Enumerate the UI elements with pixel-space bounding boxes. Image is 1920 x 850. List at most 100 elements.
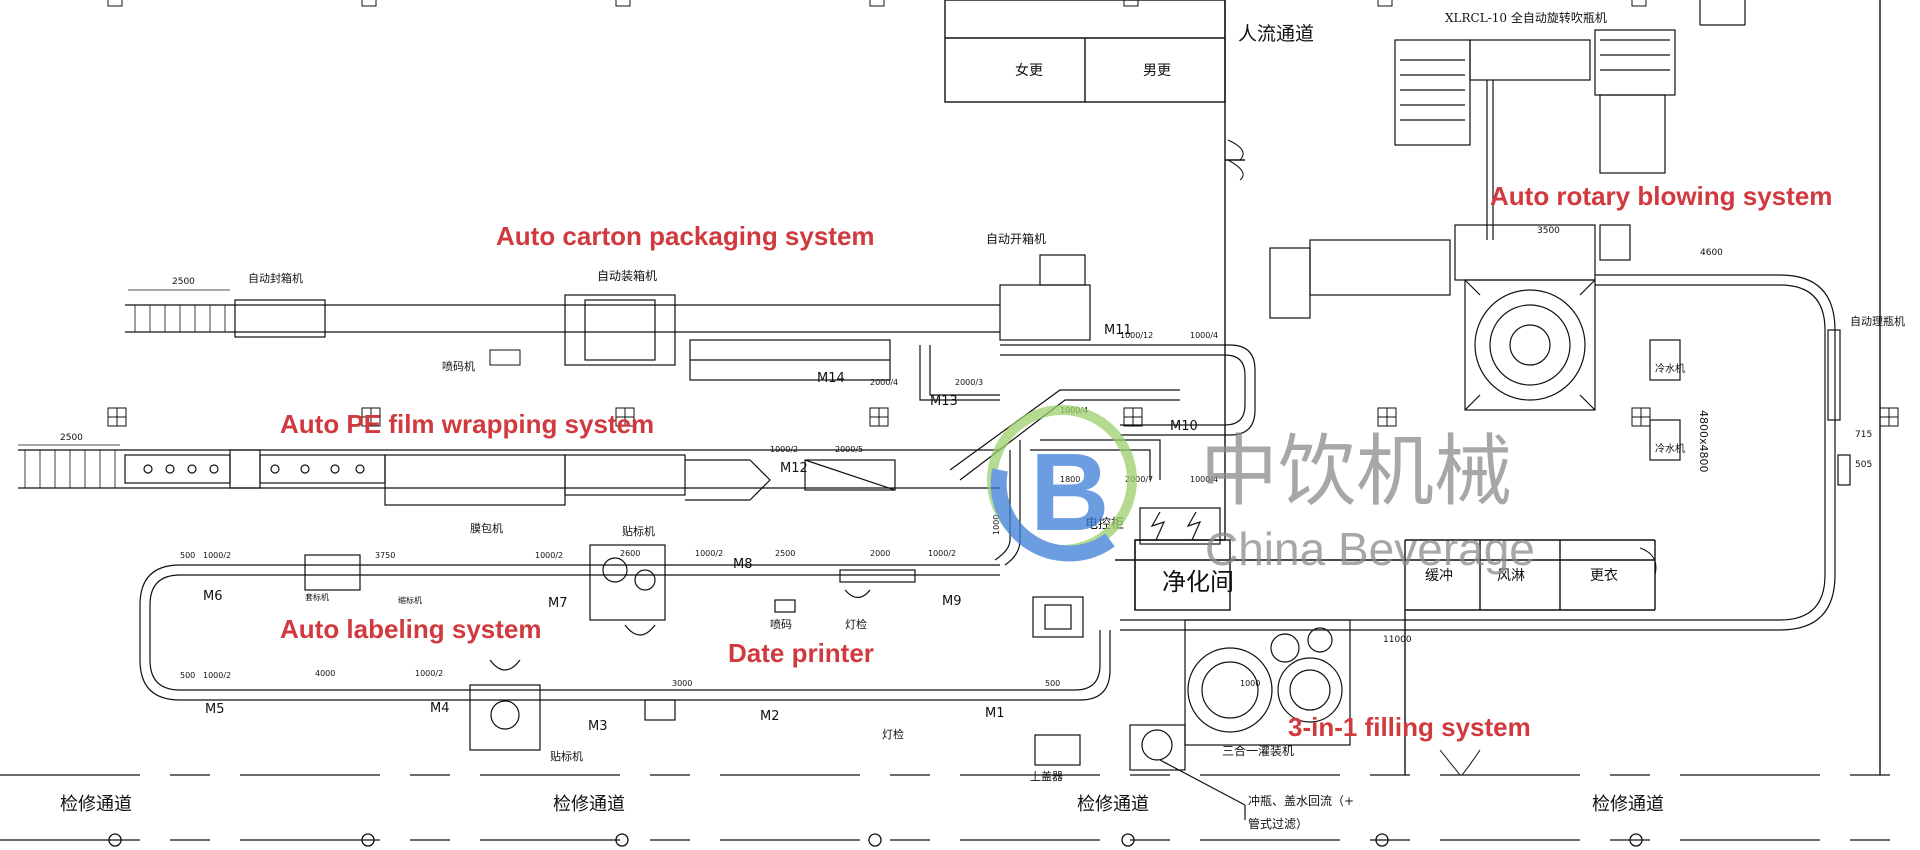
room-air-shower: 风淋 <box>1497 568 1525 584</box>
watermark-cn: 中饮机械 <box>1200 427 1512 517</box>
dim-2000-5: 2000/5 <box>835 445 863 454</box>
inkjet-label-2: 喷码 <box>770 618 792 631</box>
label-labeling-system: Auto labeling system <box>280 614 542 644</box>
dim-1000-2b: 1000/2 <box>535 551 563 560</box>
room-male: 男更 <box>1143 63 1171 79</box>
dim-1000-4c: 1000/4 <box>1190 475 1218 484</box>
dim-500c: 500 <box>1045 679 1060 688</box>
dim-1800: 1800 <box>1060 475 1080 484</box>
dim-1000-2-pe: 1000/2 <box>770 445 798 454</box>
dim-11000: 11000 <box>1383 635 1412 645</box>
dim-2500-top: 2500 <box>172 277 195 287</box>
watermark-logo-letter: B <box>1030 431 1109 554</box>
motor-labels: M1 M2 M3 M4 M5 M6 M7 M8 M9 M10 M11 M12 M… <box>203 323 1198 734</box>
dim-2000-3: 2000/3 <box>955 378 983 387</box>
dim-2500c: 2500 <box>775 549 795 558</box>
motor-m5: M5 <box>205 702 225 717</box>
dim-4800: 4800x4800 <box>1697 410 1710 473</box>
dim-4000: 4000 <box>315 669 335 678</box>
light-inspect-2: 灯检 <box>882 727 904 741</box>
room-female: 女更 <box>1015 62 1043 79</box>
dim-715: 715 <box>1855 430 1872 440</box>
watermark-en: China Beverage <box>1205 523 1535 575</box>
motor-m13: M13 <box>930 394 958 409</box>
room-buffer: 缓冲 <box>1425 568 1453 584</box>
dim-3000: 3000 <box>672 679 692 688</box>
auto-sealing-label: 自动封箱机 <box>248 271 303 285</box>
rotary-blower <box>1269 224 1681 461</box>
rinse-note: 冲瓶、盖水回流（+ <box>1248 793 1354 808</box>
dim-2000: 2000 <box>870 549 890 558</box>
label-pe-film-system: Auto PE film wrapping system <box>280 409 654 439</box>
dim-1000-2d: 1000/2 <box>928 549 956 558</box>
dim-500b: 500 <box>180 671 195 680</box>
transfer-conveyors <box>919 344 1256 566</box>
watermark-logo-arc <box>990 468 1115 562</box>
motor-m11: M11 <box>1104 323 1132 338</box>
sleeve-shrink: 缩标机 <box>398 595 422 605</box>
maintenance-passage-1: 检修通道 <box>60 794 132 815</box>
label-carton-system: Auto carton packaging system <box>496 221 875 251</box>
filling-machine <box>1032 596 1351 820</box>
dim-2000-4: 2000/4 <box>870 378 898 387</box>
motor-m1: M1 <box>985 706 1005 721</box>
cooler-1: 冷水机 <box>1655 362 1685 375</box>
dim-1000b: 1000 <box>1240 679 1260 688</box>
dim-3500: 3500 <box>1537 226 1560 236</box>
film-wrap-label: 膜包机 <box>470 521 503 535</box>
carton-line <box>125 254 1091 381</box>
dim-2000-7: 2000/7 <box>1125 475 1153 484</box>
building-walls <box>944 0 1881 775</box>
motor-m10: M10 <box>1170 419 1198 434</box>
labeler-bottom-label: 贴标机 <box>550 749 583 763</box>
room-changing: 更衣 <box>1590 568 1618 584</box>
motor-m12: M12 <box>780 461 808 476</box>
watermark: B 中饮机械 China Beverage <box>987 405 1535 575</box>
motor-m7: M7 <box>548 596 568 611</box>
pe-film-line <box>18 449 1000 506</box>
dim-2600: 2600 <box>620 549 640 558</box>
label-filling-system: 3-in-1 filling system <box>1288 712 1531 742</box>
dim-500a: 500 <box>180 551 195 560</box>
dim-1000-2e: 1000/2 <box>203 671 231 680</box>
dim-505: 505 <box>1855 460 1872 470</box>
auto-unpacking-label: 自动开箱机 <box>986 231 1046 246</box>
dim-1000-2f: 1000/2 <box>415 669 443 678</box>
label-date-printer: Date printer <box>728 638 874 668</box>
room-clean: 净化间 <box>1162 568 1234 596</box>
top-column-markers <box>107 0 1647 7</box>
grid-column-markers <box>107 407 1899 427</box>
maintenance-passage-3: 检修通道 <box>1077 794 1149 815</box>
room-people-passage: 人流通道 <box>1238 23 1314 45</box>
cooler-2: 冷水机 <box>1655 442 1685 455</box>
maintenance-passage-4: 检修通道 <box>1592 794 1664 815</box>
bottle-unscrambler: 自动理瓶机 <box>1850 314 1905 328</box>
dim-1000-2c: 1000/2 <box>695 549 723 558</box>
dim-1000-4a: 1000/4 <box>1190 331 1218 340</box>
motor-m2: M2 <box>760 709 780 724</box>
labeler-small: 套标机 <box>305 592 329 602</box>
maintenance-passage-lines <box>0 774 1920 847</box>
rinse-note-2: 管式过滤） <box>1248 816 1308 831</box>
motor-m9: M9 <box>942 594 962 609</box>
light-inspect-1: 灯检 <box>845 617 867 631</box>
motor-m8: M8 <box>733 557 753 572</box>
labeling-loop <box>139 544 1111 751</box>
filler-3in1-label: 三合一灌装机 <box>1222 743 1294 758</box>
right-conveyor <box>1120 274 1851 631</box>
electrical-cabinet <box>1139 507 1221 545</box>
dim-1000-12: 1000/12 <box>1120 331 1153 340</box>
motor-m6: M6 <box>203 589 223 604</box>
motor-m14: M14 <box>817 371 845 386</box>
motor-m3: M3 <box>588 719 608 734</box>
dim-1000-2a: 1000/2 <box>203 551 231 560</box>
maintenance-passage-2: 检修通道 <box>553 794 625 815</box>
motor-m4: M4 <box>430 701 450 716</box>
blowing-machine <box>1394 0 1746 240</box>
blowing-machine-label: XLRCL-10 全自动旋转吹瓶机 <box>1445 10 1607 25</box>
dim-3750: 3750 <box>375 551 395 560</box>
dim-2500-pe: 2500 <box>60 433 83 443</box>
inkjet-label-1: 喷码机 <box>442 359 475 373</box>
